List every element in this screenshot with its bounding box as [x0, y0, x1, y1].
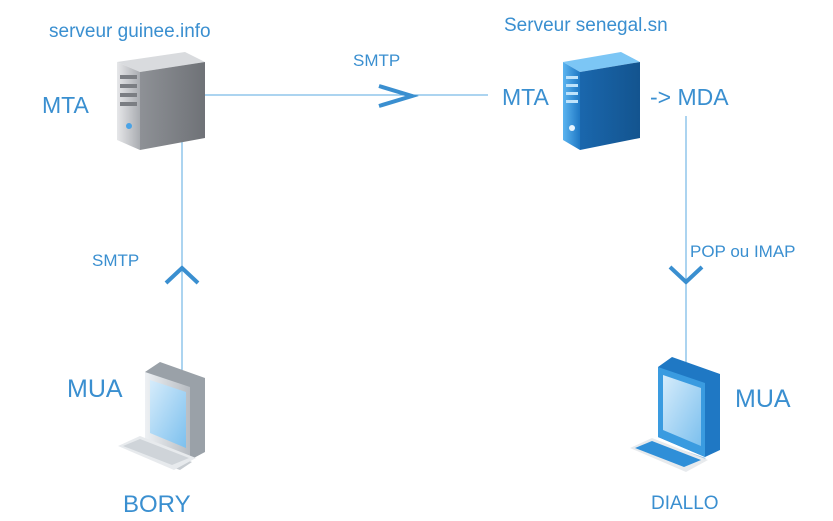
right-workstation-icon	[630, 357, 720, 472]
right-server-role-label: MTA	[502, 84, 549, 110]
left-workstation-icon	[118, 362, 205, 470]
right-client-user-label: DIALLO	[651, 493, 719, 514]
right-server-mda-label: -> MDA	[650, 84, 729, 110]
left-client-user-label: BORY	[123, 491, 191, 518]
right-client-role-label: MUA	[735, 385, 791, 413]
smtp-arrow-up-icon	[164, 265, 200, 285]
left-client-role-label: MUA	[67, 375, 123, 403]
server-to-client-protocol-label: POP ou IMAP	[690, 242, 796, 261]
left-server-role-label: MTA	[42, 92, 89, 118]
server-to-server-protocol-label: SMTP	[353, 51, 401, 70]
pop-imap-arrow-down-icon	[668, 265, 704, 285]
left-server-title: serveur guinee.info	[49, 21, 211, 42]
smtp-arrow-right-icon	[378, 84, 419, 108]
blue-server-tower-icon	[563, 52, 640, 150]
right-server-title: Serveur senegal.sn	[504, 15, 668, 36]
client-to-server-protocol-label: SMTP	[92, 251, 140, 270]
gray-server-tower-icon	[117, 52, 205, 150]
